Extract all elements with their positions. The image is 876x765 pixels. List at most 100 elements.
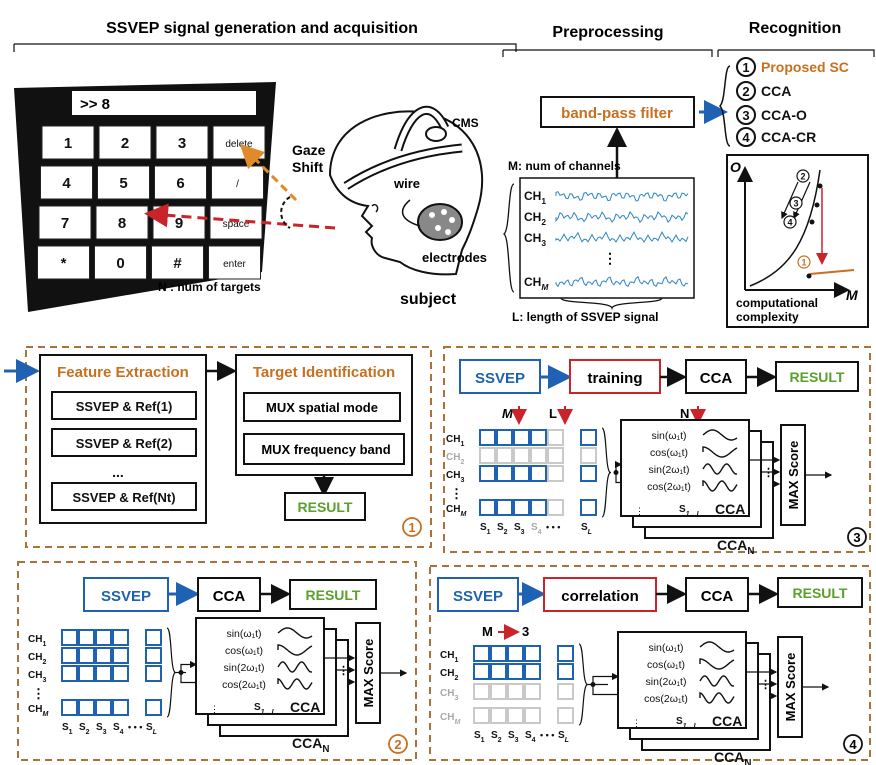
panel4-three-label: 3	[522, 624, 529, 639]
method-label: CCA	[761, 83, 791, 99]
matrix-col-label-sub: 3	[103, 729, 107, 736]
matrix-col-label: S3	[96, 722, 107, 736]
matrix-row-label: CH2	[28, 652, 46, 666]
plot-number: 3	[793, 199, 798, 209]
panel1-badge	[402, 517, 422, 537]
channel-label: CH3	[524, 231, 546, 248]
eeg-vertical-dots: ⋮	[603, 250, 617, 266]
matrix-col-label-base: S	[474, 730, 481, 741]
matrix-cell	[473, 663, 490, 680]
matrix-col-label-sub: 1	[481, 737, 485, 744]
keypad-key-label: #	[173, 255, 182, 272]
proposed-sc-line	[809, 269, 855, 275]
channel-label: CH1	[524, 189, 546, 206]
matrix-col-label-sub: 3	[515, 737, 519, 744]
matrix-col-label: S1	[480, 522, 491, 536]
matrix-cell	[95, 699, 112, 716]
max-score-label: MAX Score	[783, 653, 798, 722]
keypad-key	[151, 245, 204, 280]
s1l-label: S1…L	[676, 716, 698, 730]
plot-x-axis-label: M	[846, 287, 858, 303]
panel3-training-box	[569, 359, 661, 394]
matrix-col-label-base: S	[514, 522, 521, 533]
method-number: 2	[742, 84, 749, 99]
s1l-label: S1…L	[679, 504, 701, 518]
matrix-cell-last	[557, 663, 574, 680]
cca-front-box	[617, 631, 747, 729]
matrix-row-label: CH3	[446, 470, 464, 484]
channel-label-sub: 3	[541, 238, 546, 248]
matrix-cell	[78, 665, 95, 682]
matrix-row-label-base: CH	[28, 652, 42, 663]
matrix-row-label-base: CH	[28, 634, 42, 645]
matrix-col-label: SL	[146, 722, 157, 736]
panel3-result-label: RESULT	[790, 369, 845, 385]
stack-dots: ⋮	[635, 506, 644, 516]
bandpass-filter-label: band-pass filter	[561, 105, 673, 122]
matrix-col-label-base: S	[531, 522, 538, 533]
col-ellipsis: • • •	[546, 522, 560, 532]
matrix-brace	[166, 627, 176, 718]
panel4-cca-label: CCA	[701, 588, 734, 605]
matrix-row-label-base: CH	[440, 712, 454, 723]
matrix-cell-last	[145, 647, 162, 664]
matrix-cell-last	[557, 645, 574, 662]
panel3-n-label: N	[680, 406, 689, 421]
ref-waveform	[702, 446, 738, 458]
keypad-key	[94, 245, 147, 280]
wire-label: wire	[393, 176, 420, 191]
plot-number: 2	[800, 172, 805, 182]
matrix-col-label-base: S	[525, 730, 532, 741]
electrodes-label: electrodes	[422, 250, 487, 265]
matrix-col-label-base: S	[497, 522, 504, 533]
eeg-trace	[555, 231, 689, 244]
method-label: CCA-CR	[761, 129, 816, 145]
matrix-cell	[490, 663, 507, 680]
matrix-cell-last	[145, 629, 162, 646]
max-score-box	[777, 636, 803, 738]
keypad-key-label: 5	[119, 175, 127, 192]
matrix-brace	[601, 427, 611, 518]
channel-label-base: CH	[524, 231, 541, 245]
panel-1: Feature Extraction SSVEP & Ref(1)SSVEP &…	[4, 346, 432, 548]
ref-waveform	[699, 641, 735, 653]
keypad-key-label: /	[236, 179, 239, 190]
matrix-col-label-base: S	[508, 730, 515, 741]
ref-signal-label: sin(2ω₁t)	[646, 676, 687, 688]
matrix-cell	[496, 465, 513, 482]
row-ellipsis: ⋮	[32, 686, 45, 701]
keypad-key	[95, 205, 149, 240]
panel4-badge-number: 4	[849, 737, 857, 752]
matrix-col-label: S4	[531, 522, 542, 536]
matrix-cell-last	[580, 447, 597, 464]
plot-number-circle	[797, 255, 811, 269]
plot-number-circle	[783, 215, 797, 229]
matrix-row-label: CHM	[28, 704, 48, 718]
mux-spatial-box	[243, 392, 401, 422]
s1l-label-sub: 1…L	[261, 709, 276, 716]
matrix-col-label-sub: L	[565, 737, 569, 744]
matrix-row-label: CH2	[440, 668, 458, 682]
keypad-key	[208, 245, 261, 280]
keypad-key-label: 3	[178, 135, 186, 152]
matrix-cell	[78, 647, 95, 664]
method-number-circle	[736, 105, 756, 125]
stack-cca-label: CCA	[290, 699, 320, 715]
stack-dots: ⋮	[210, 704, 219, 714]
gaze-label-1: Gaze	[292, 142, 326, 158]
keypad-key-label: 6	[176, 175, 184, 192]
matrix-cell	[547, 465, 564, 482]
keypad-key-label: enter	[223, 259, 246, 270]
channel-label-sub: 2	[541, 217, 546, 227]
panel-4: SSVEP correlation CCA RESULT M 3 CH1CH2C…	[429, 565, 871, 765]
matrix-cell-last	[145, 665, 162, 682]
matrix-cell	[547, 429, 564, 446]
ref-signal-label: cos(2ω₁t)	[644, 693, 688, 705]
matrix-cell	[490, 683, 507, 700]
cca-front-box	[195, 617, 325, 715]
matrix-cell	[530, 429, 547, 446]
matrix-row-label-sub: 1	[42, 641, 46, 648]
matrix-brace	[578, 643, 588, 726]
matrix-cell	[513, 447, 530, 464]
row-ellipsis: ⋮	[450, 486, 463, 501]
